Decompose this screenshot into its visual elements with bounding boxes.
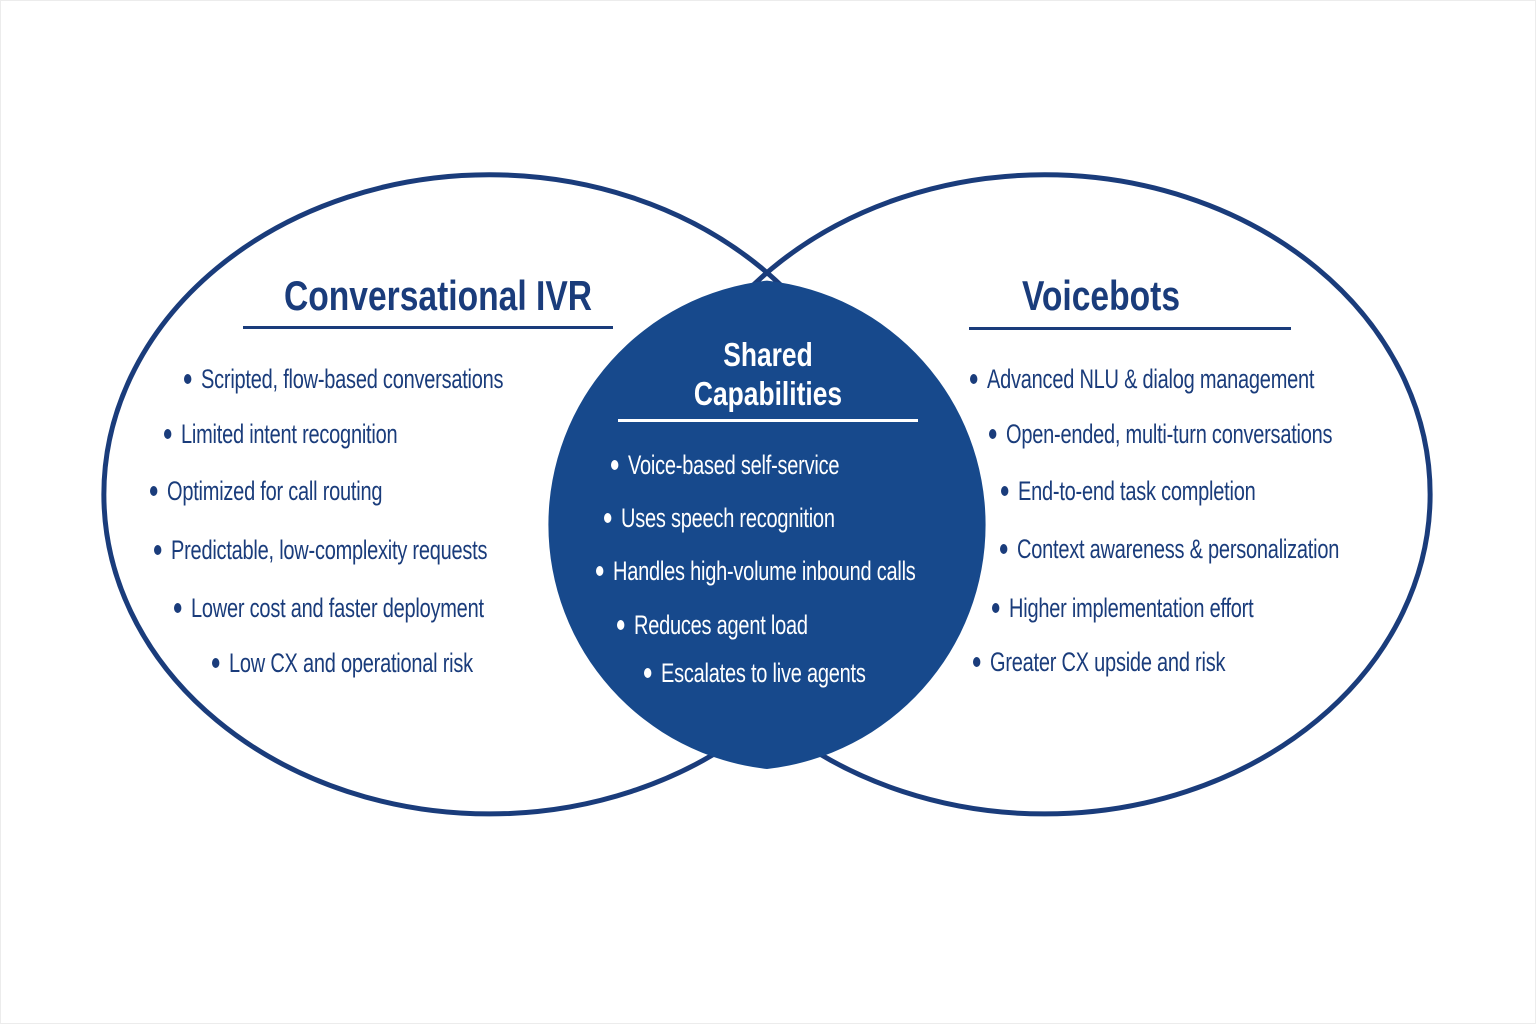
list-item: Advanced NLU & dialog management (970, 362, 1314, 396)
bullet-icon (150, 486, 158, 496)
list-item: Uses speech recognition (604, 501, 835, 535)
list-item-label: Context awareness & personalization (1017, 533, 1340, 564)
bullet-icon (644, 668, 652, 678)
list-item: Open-ended, multi-turn conversations (989, 417, 1333, 451)
list-item-label: Limited intent recognition (181, 418, 398, 449)
list-item: Context awareness & personalization (1000, 532, 1339, 566)
bullet-icon (1000, 544, 1008, 554)
list-item-label: Advanced NLU & dialog management (987, 363, 1315, 394)
list-item-label: Uses speech recognition (621, 502, 835, 533)
list-item: Predictable, low-complexity requests (154, 533, 488, 567)
bullet-icon (611, 460, 619, 470)
bullet-icon (604, 513, 612, 523)
left-section-title: Conversational IVR (283, 272, 593, 319)
list-item: Optimized for call routing (150, 474, 382, 508)
list-item: Limited intent recognition (164, 417, 398, 451)
right-title-underline (969, 327, 1291, 330)
bullet-icon (174, 603, 182, 613)
list-item-label: Scripted, flow-based conversations (201, 363, 504, 394)
left-title-underline (243, 326, 613, 329)
list-item: Handles high-volume inbound calls (596, 554, 916, 588)
list-item-label: Escalates to live agents (661, 657, 866, 688)
list-item-label: End-to-end task completion (1018, 475, 1256, 506)
center-section-title: Shared Capabilities (694, 335, 842, 413)
list-item: Lower cost and faster deployment (174, 591, 484, 625)
bullet-icon (184, 374, 192, 384)
list-item-label: Predictable, low-complexity requests (171, 534, 488, 565)
list-item: Voice-based self-service (611, 448, 839, 482)
bullet-icon (164, 429, 172, 439)
bullet-icon (989, 429, 997, 439)
bullet-icon (1001, 486, 1009, 496)
list-item-label: Low CX and operational risk (229, 647, 473, 678)
bullet-icon (992, 603, 1000, 613)
bullet-icon (596, 566, 604, 576)
bullet-icon (973, 657, 981, 667)
list-item: Higher implementation effort (992, 591, 1254, 625)
list-item-label: Handles high-volume inbound calls (613, 555, 916, 586)
list-item-label: Lower cost and faster deployment (191, 592, 484, 623)
bullet-icon (617, 620, 625, 630)
list-item: Low CX and operational risk (212, 646, 473, 680)
list-item: Reduces agent load (617, 608, 808, 642)
shared-lens (548, 280, 986, 769)
list-item-label: Optimized for call routing (167, 475, 383, 506)
list-item: Scripted, flow-based conversations (184, 362, 504, 396)
list-item: Escalates to live agents (644, 656, 866, 690)
center-title-line1: Shared (723, 336, 813, 373)
center-title-underline (618, 419, 918, 422)
bullet-icon (154, 545, 162, 555)
bullet-icon (212, 658, 220, 668)
bullet-icon (970, 374, 978, 384)
list-item-label: Reduces agent load (634, 609, 808, 640)
center-title-line2: Capabilities (693, 375, 843, 412)
right-section-title: Voicebots (1021, 272, 1181, 319)
list-item: Greater CX upside and risk (973, 645, 1225, 679)
list-item-label: Voice-based self-service (628, 449, 840, 480)
list-item-label: Greater CX upside and risk (990, 646, 1226, 677)
list-item-label: Higher implementation effort (1009, 592, 1254, 623)
list-item: End-to-end task completion (1001, 474, 1256, 508)
list-item-label: Open-ended, multi-turn conversations (1006, 418, 1333, 449)
